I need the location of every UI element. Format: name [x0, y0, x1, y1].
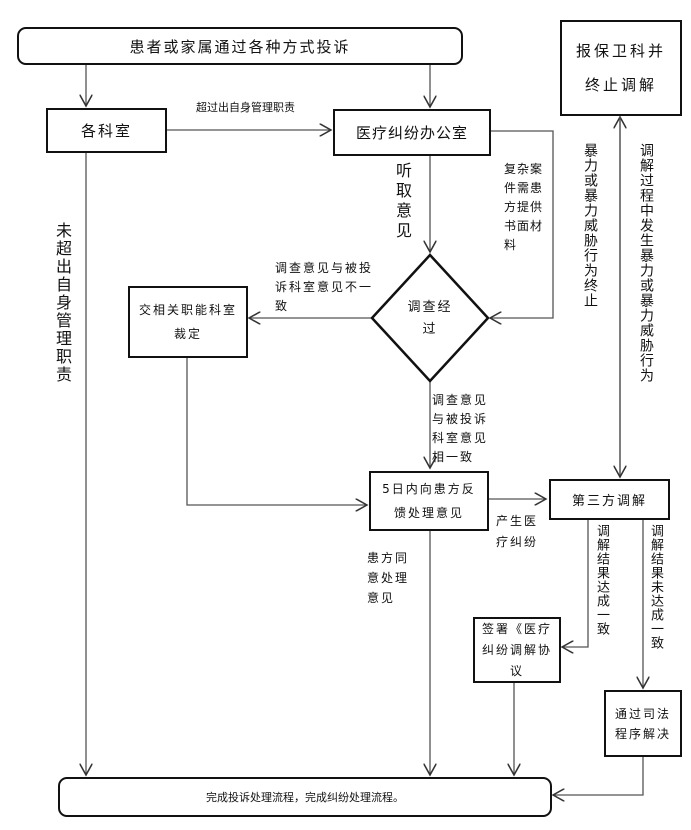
- not-agreed-label: 调解结果未达成一致: [648, 524, 663, 650]
- dispute-label: 产生医疗纠纷: [496, 514, 539, 549]
- office-node: 医疗纠纷办公室: [333, 109, 491, 156]
- arrow-functional-feedback: [186, 357, 367, 505]
- arrow-judicial-complete: [553, 756, 644, 795]
- listen-label: 听取意见: [393, 162, 412, 242]
- feedback-node: 5日内向患方反馈处理意见: [369, 471, 489, 531]
- judicial-node: 通过司法程序解决: [604, 690, 682, 757]
- departments-node: 各科室: [46, 108, 167, 153]
- agreement-node: 签署《医疗纠纷调解协议: [473, 617, 561, 683]
- mediation-node: 第三方调解: [549, 479, 670, 520]
- functional-node: 交相关职能科室裁定: [128, 286, 248, 358]
- complex-label: 复杂案件需患方提供书面材料: [504, 162, 544, 252]
- inconsistent-label: 调查意见与被投诉科室意见不一致: [275, 261, 374, 313]
- security-node: 报保卫科并终止调解: [560, 20, 682, 116]
- violence-occur-label: 调解过程中发生暴力或暴力威胁行为: [638, 143, 654, 383]
- complaint-node: 患者或家属通过各种方式投诉: [17, 27, 463, 65]
- patient-agree-label: 患方同意处理意见: [367, 551, 410, 605]
- not-exceed-label: 未超出自身管理职责: [53, 222, 72, 384]
- consistent-label: 调查意见与被投诉科室意见相一致: [432, 393, 489, 464]
- exceed-label: 超过出自身管理职责: [196, 101, 295, 114]
- agreed-label: 调解结果达成一致: [594, 524, 609, 636]
- investigate-label: 调查经过: [407, 300, 453, 337]
- violence-end-label: 暴力或暴力威胁行为终止: [582, 143, 598, 308]
- investigate-diamond: [370, 253, 490, 383]
- arrow-complex: [490, 130, 554, 318]
- complete-node: 完成投诉处理流程，完成纠纷处理流程。: [58, 777, 552, 817]
- arrow-to-agreement: [562, 519, 589, 647]
